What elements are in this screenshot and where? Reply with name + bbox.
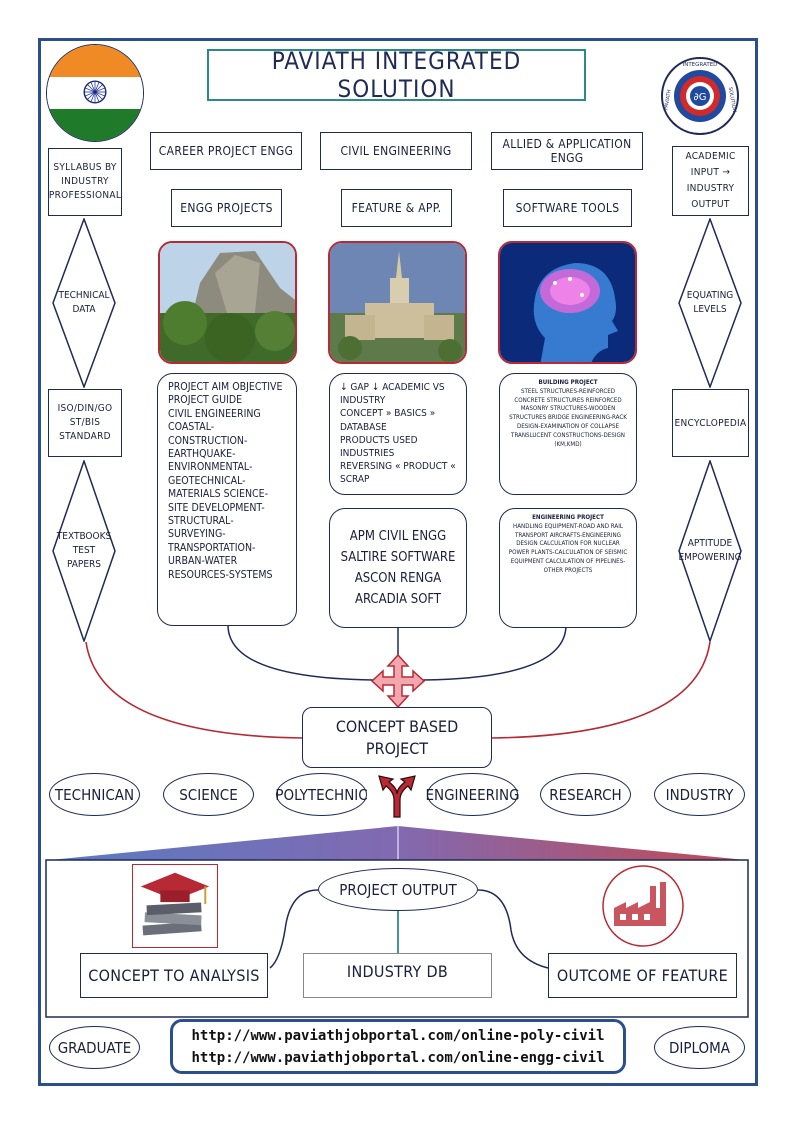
- engineering-project-title: ENGINEERING PROJECT: [532, 514, 604, 521]
- url-link-engg-civil[interactable]: http://www.paviathjobportal.com/online-e…: [191, 1049, 605, 1066]
- page-frame: [38, 38, 758, 1086]
- india-flag-icon: [46, 44, 144, 142]
- level-oval-engineering: ENGINEERING: [425, 773, 520, 816]
- split-arrow-icon: [377, 774, 417, 818]
- logo-ring-top-text: INTEGRATED: [683, 62, 718, 68]
- level-oval-science: SCIENCE: [163, 773, 254, 816]
- engineering-project-box: ENGINEERING PROJECT HANDLING EQUIPMENT-R…: [499, 508, 637, 628]
- title-text: PAVIATH INTEGRATED SOLUTION: [271, 47, 522, 103]
- list-item: PROJECT GUIDE: [168, 394, 243, 407]
- list-item: SURVEYING-: [168, 528, 226, 541]
- list-item: INDUSTRIES: [340, 448, 395, 460]
- level-oval-technican: TECHNICAN: [49, 773, 140, 816]
- factory-icon: [600, 864, 686, 948]
- list-item: ENVIRONMENTAL-: [168, 461, 253, 474]
- list-item: PROJECT AIM OBJECTIVE: [168, 381, 283, 393]
- list-item: REVERSING « PRODUCT «: [340, 461, 456, 473]
- list-item: DATABASE: [340, 421, 387, 433]
- list-item: ↓ GAP ↓ ACADEMIC VS: [340, 382, 445, 393]
- aptitude-diamond: APTITUDE EMPOWERING: [678, 460, 742, 642]
- software-list: APM CIVIL ENGG SALTIRE SOFTWARE ASCON RE…: [329, 508, 467, 628]
- textbooks-diamond: TEXTBOOKS TEST PAPERS: [52, 460, 116, 642]
- books-graduation-icon: [132, 864, 218, 948]
- url-panel: http://www.paviathjobportal.com/online-p…: [170, 1019, 626, 1074]
- logo-ring-right-text: SOLUTION: [727, 87, 737, 113]
- sub-feature-app: FEATURE & APP.: [341, 189, 452, 227]
- list-item: SCRAP: [340, 474, 370, 486]
- list-item: CIVIL ENGINEERING: [168, 407, 261, 420]
- list-item: SITE DEVELOPMENT-: [168, 501, 265, 514]
- list-item: ASCON RENGA: [354, 571, 442, 586]
- building-project-box: BUILDING PROJECT STEEL STRUCTURES-REINFO…: [499, 373, 637, 495]
- concept-based-project-box: CONCEPT BASED PROJECT: [302, 707, 492, 768]
- syllabus-box: SYLLABUS BY INDUSTRY PROFESSIONAL: [48, 148, 122, 216]
- building-project-text: STEEL STRUCTURES-REINFORCED CONCRETE STR…: [509, 387, 627, 448]
- page-title: PAVIATH INTEGRATED SOLUTION: [207, 47, 586, 103]
- graduate-oval: GRADUATE: [49, 1026, 140, 1069]
- diploma-oval: DIPLOMA: [654, 1026, 745, 1069]
- logo-center-text: ∂G: [694, 92, 707, 103]
- engineering-project-text: HANDLING EQUIPMENT-ROAD AND RAIL TRANSPO…: [508, 522, 628, 574]
- header-allied: ALLIED & APPLICATION ENGG: [491, 132, 643, 170]
- url-link-poly-civil[interactable]: http://www.paviathjobportal.com/online-p…: [191, 1027, 605, 1044]
- academic-box: ACADEMIC INPUT → INDUSTRY OUTPUT: [672, 146, 749, 216]
- list-item: MATERIALS SCIENCE-: [168, 488, 268, 501]
- feature-app-list: ↓ GAP ↓ ACADEMIC VS INDUSTRY CONCEPT » B…: [329, 373, 467, 495]
- list-item: ARCADIA SOFT: [354, 592, 442, 607]
- rock-landscape-image: [158, 241, 297, 364]
- list-item: URBAN-WATER: [168, 555, 238, 568]
- brain-image: [498, 241, 637, 364]
- list-item: COASTAL-: [168, 421, 215, 434]
- list-item: PRODUCTS USED: [340, 434, 418, 446]
- engg-projects-list: PROJECT AIM OBJECTIVE PROJECT GUIDE CIVI…: [157, 373, 297, 626]
- level-oval-industry: INDUSTRY: [654, 773, 745, 816]
- company-logo: ∂G INTEGRATED SOLUTION PAVIATH: [660, 56, 740, 136]
- list-item: TRANSPORTATION-: [168, 541, 256, 554]
- header-civil: CIVIL ENGINEERING: [320, 132, 472, 170]
- logo-ring-left-text: PAVIATH: [663, 89, 673, 111]
- industry-db-box: INDUSTRY DB: [303, 953, 492, 998]
- list-item: INDUSTRY: [340, 395, 386, 407]
- standard-box: ISO/DIN/GO ST/BIS STANDARD: [48, 389, 122, 457]
- building-project-title: BUILDING PROJECT: [538, 379, 598, 386]
- technical-data-diamond: TECHNICAL DATA: [52, 218, 116, 388]
- outcome-of-feature-box: OUTCOME OF FEATURE: [548, 953, 737, 998]
- concept-to-analysis-box: CONCEPT TO ANALYSIS: [80, 953, 268, 998]
- list-item: SALTIRE SOFTWARE: [340, 550, 456, 565]
- level-oval-research: RESEARCH: [540, 773, 631, 816]
- list-item: CONSTRUCTION-: [168, 434, 248, 447]
- sub-engg-projects: ENGG PROJECTS: [171, 189, 282, 227]
- four-way-arrow-icon: [370, 653, 426, 709]
- equating-diamond: EQUATING LEVELS: [678, 218, 742, 388]
- encyclopedia-box: ENCYCLOPEDIA: [672, 389, 749, 457]
- list-item: RESOURCES-SYSTEMS: [168, 568, 273, 581]
- sub-software-tools: SOFTWARE TOOLS: [503, 189, 632, 227]
- list-item: EARTHQUAKE-: [168, 448, 236, 461]
- list-item: CONCEPT » BASICS »: [340, 408, 436, 420]
- level-oval-polytechnic: POLYTECHNIC: [275, 773, 368, 816]
- university-building-image: [328, 241, 467, 364]
- header-career: CAREER PROJECT ENGG: [150, 132, 302, 170]
- list-item: STRUCTURAL-: [168, 515, 234, 528]
- list-item: APM CIVIL ENGG: [349, 529, 447, 544]
- project-output-oval: PROJECT OUTPUT: [318, 868, 478, 911]
- list-item: GEOTECHNICAL-: [168, 474, 246, 487]
